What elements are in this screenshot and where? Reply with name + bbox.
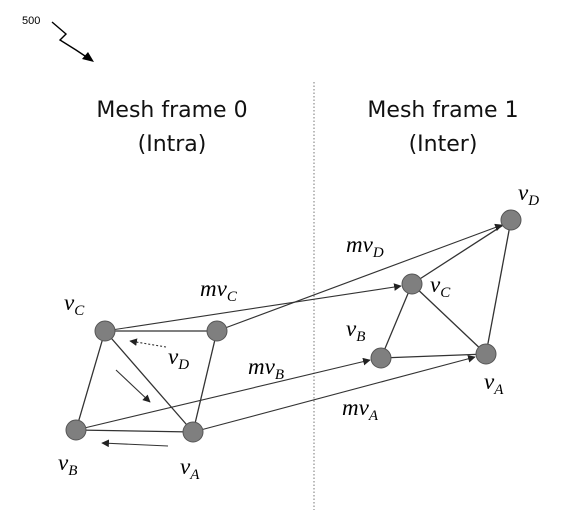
frame1-subtitle: (Inter): [409, 132, 478, 157]
ref-squiggle-arrow: [51, 21, 89, 59]
frame1-nodes: [370, 209, 522, 369]
f1-vertex-b: [370, 347, 392, 369]
ref-arrowhead: [82, 52, 94, 62]
frame0-title: Mesh frame 0: [96, 98, 247, 123]
mv-a-label: mvA: [342, 395, 379, 424]
figure-ref-number: 500: [22, 15, 40, 27]
motion-vector-arrows: [75, 223, 503, 433]
frame0-nodes: [65, 320, 228, 443]
f0-label-vd: vD: [168, 344, 189, 373]
mv-c-label: mvC: [200, 276, 238, 305]
frame0-mesh-edges: [75, 330, 218, 433]
f0-vertex-c: [94, 320, 116, 342]
f1-label-vc: vC: [430, 272, 451, 301]
mv-c-arrow: [104, 283, 402, 332]
f0-label-va: vA: [180, 454, 200, 483]
mv-b-arrow: [75, 357, 371, 431]
f0-label-vc: vC: [64, 290, 85, 319]
frame1-title: Mesh frame 1: [367, 98, 518, 123]
f0-vertex-d: [206, 320, 228, 342]
mv-d-arrow: [216, 223, 503, 332]
f1-vertex-d: [500, 209, 522, 231]
f0-vertex-b: [65, 419, 87, 441]
f0-label-vb: vB: [58, 450, 77, 479]
f0-vertex-a: [182, 421, 204, 443]
mv-b-label: mvB: [248, 354, 284, 383]
f1-vertex-a: [475, 343, 497, 365]
frame0-subtitle: (Intra): [138, 132, 207, 157]
f1-label-va: vA: [484, 369, 504, 398]
f1-label-vd: vD: [518, 180, 539, 209]
mv-d-label: mvD: [346, 232, 384, 261]
mv-a-arrow: [192, 355, 476, 433]
frame0-traversal-arrows: [101, 338, 169, 448]
f1-label-vb: vB: [346, 316, 365, 345]
f1-vertex-c: [401, 273, 423, 295]
